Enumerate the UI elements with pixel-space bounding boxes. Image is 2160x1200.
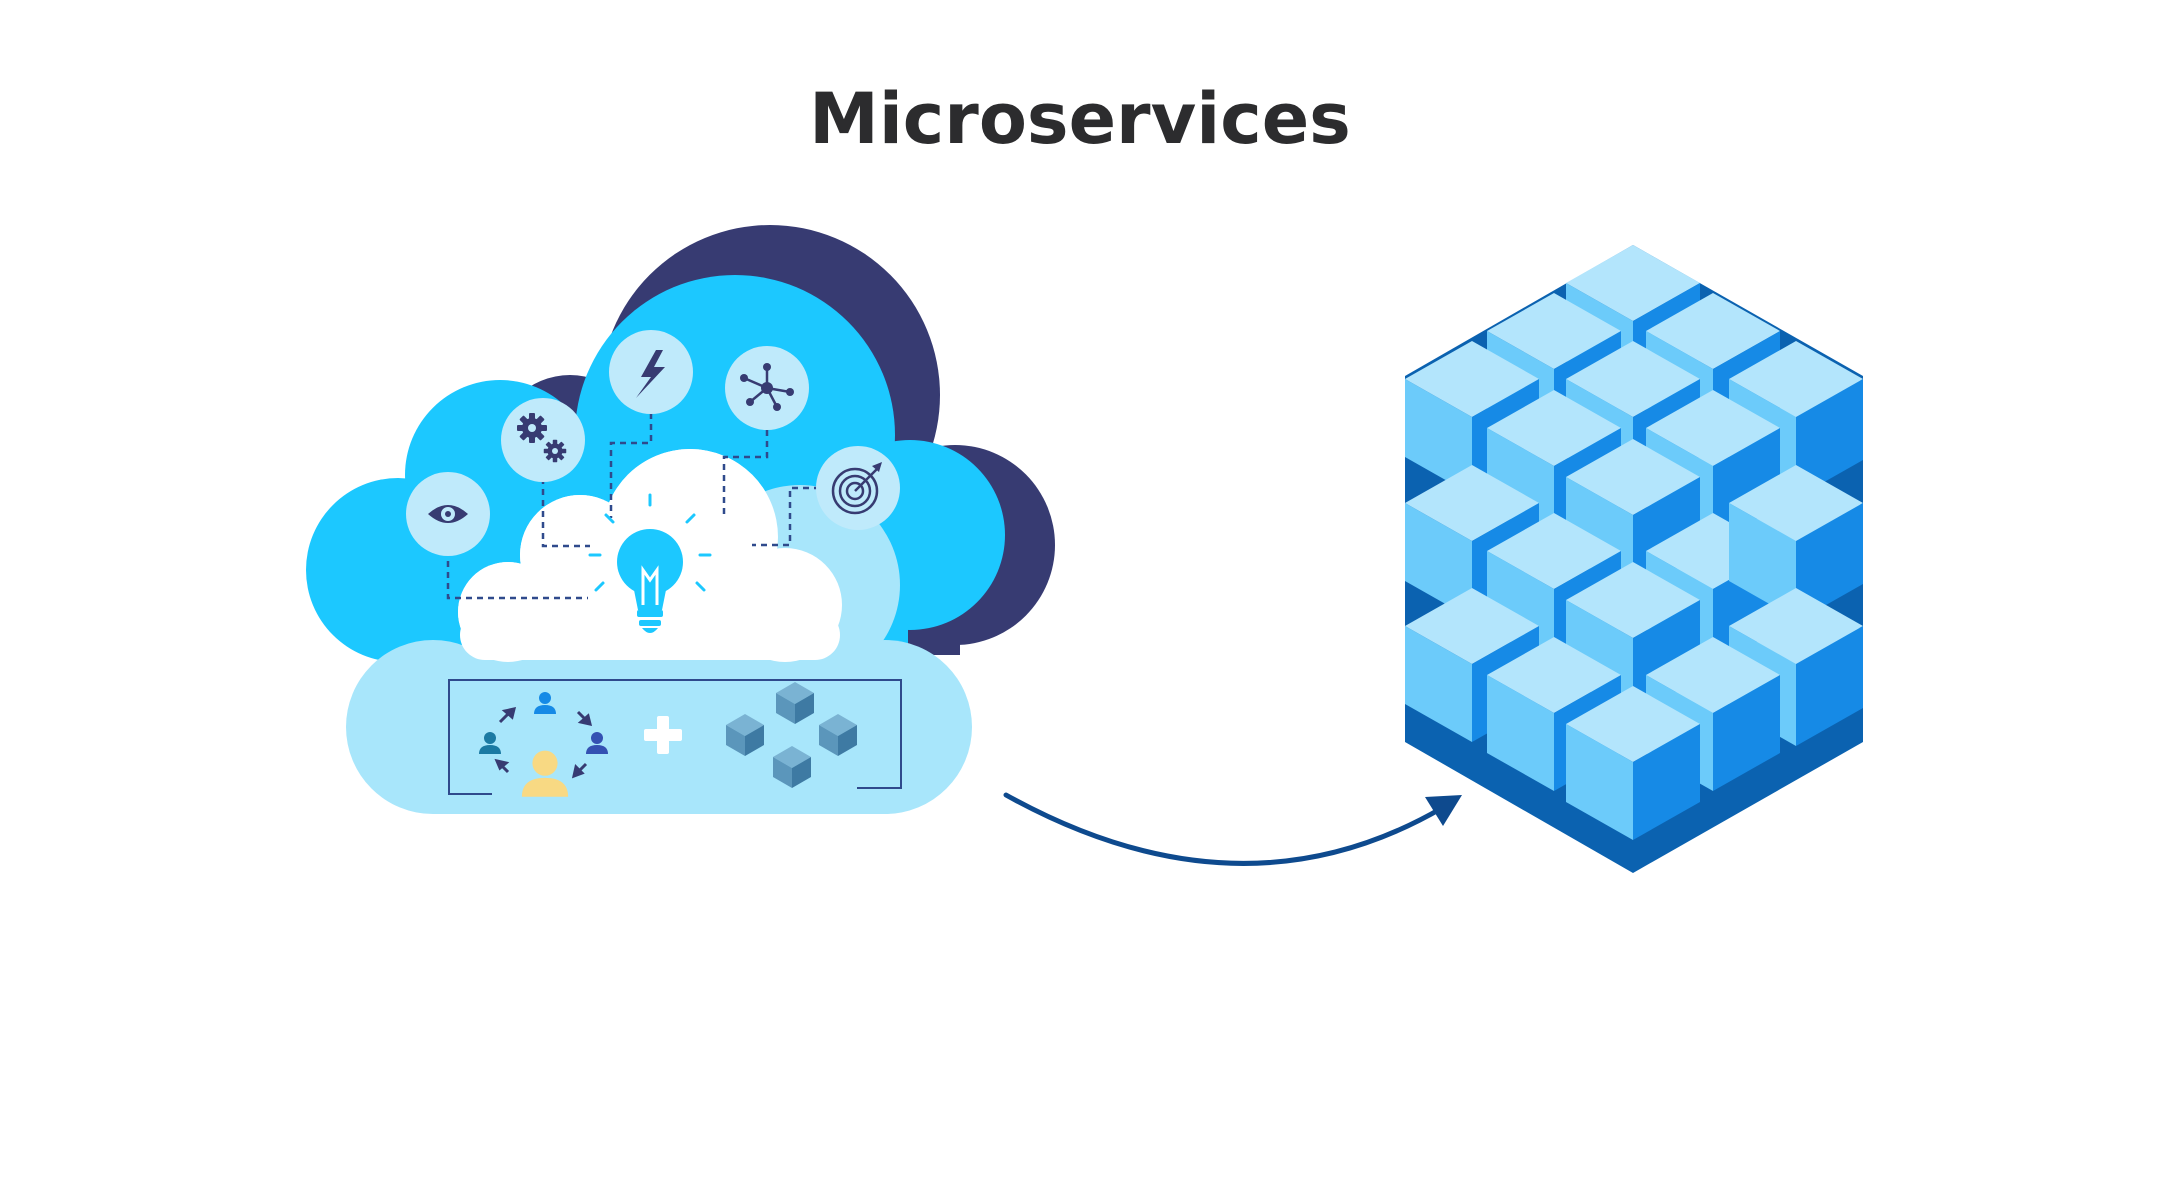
- microservices-cube: [1405, 245, 1863, 873]
- team-services-panel: [448, 679, 902, 797]
- lightning-icon: [609, 330, 693, 414]
- gears-icon: [501, 398, 585, 482]
- dashed-connectors: [446, 413, 820, 600]
- target-icon: [816, 446, 900, 530]
- network-icon: [725, 346, 809, 430]
- lightbulb-icon: [588, 493, 712, 633]
- page-title: Microservices: [809, 78, 1351, 160]
- plus-icon: [644, 716, 682, 754]
- eye-icon: [406, 472, 490, 556]
- cloud-illustration: [306, 225, 1055, 814]
- transition-arrow: [1003, 792, 1462, 866]
- team-icon: [479, 692, 608, 797]
